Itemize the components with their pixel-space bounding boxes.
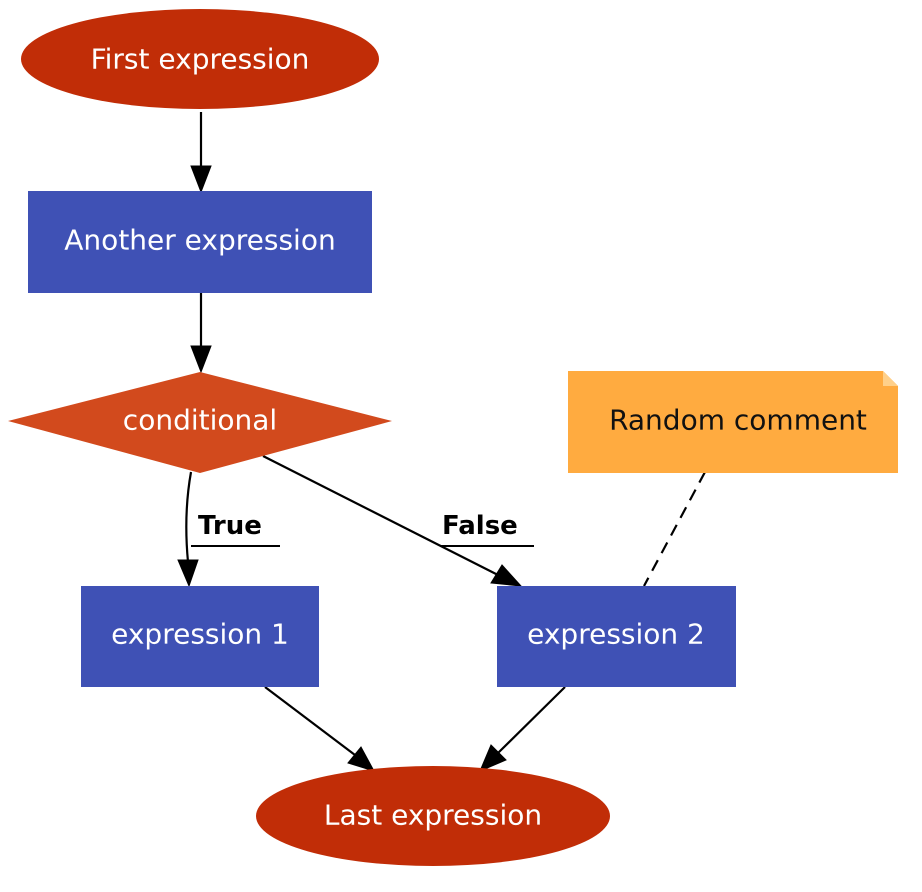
arrowhead-icon bbox=[347, 746, 376, 772]
edge-first-to-another bbox=[190, 112, 212, 194]
node-expression-1[interactable]: expression 1 bbox=[81, 586, 319, 687]
arrowhead-icon bbox=[190, 345, 212, 374]
node-expression-2[interactable]: expression 2 bbox=[497, 586, 736, 687]
edge-expr1-to-last bbox=[264, 686, 376, 772]
arrowhead-icon bbox=[190, 165, 212, 194]
comment-note-shape bbox=[568, 371, 898, 473]
arrowhead-icon bbox=[490, 564, 523, 587]
last-expression-shape bbox=[256, 766, 610, 866]
comment-label: Random comment bbox=[609, 404, 867, 437]
edge-expr2-to-last bbox=[479, 686, 566, 772]
another-expression-shape bbox=[28, 191, 372, 293]
edge-true: True bbox=[177, 471, 280, 588]
conditional-shape bbox=[8, 372, 392, 473]
node-another-expression[interactable]: Another expression bbox=[28, 191, 372, 293]
comment-note-fold-icon bbox=[883, 371, 898, 386]
expression-2-shape bbox=[497, 586, 736, 687]
edges: True False bbox=[177, 112, 706, 772]
conditional-label: conditional bbox=[123, 404, 277, 437]
node-first-expression[interactable]: First expression bbox=[21, 9, 379, 109]
edge-label-true: True bbox=[198, 511, 262, 541]
edge-comment-to-expr2 bbox=[643, 471, 706, 587]
edge-another-to-conditional bbox=[190, 293, 212, 374]
edge-false: False bbox=[262, 455, 534, 587]
expression-1-shape bbox=[81, 586, 319, 687]
expression-2-label: expression 2 bbox=[527, 618, 705, 651]
node-last-expression[interactable]: Last expression bbox=[256, 766, 610, 866]
last-expression-label: Last expression bbox=[324, 799, 542, 832]
node-random-comment[interactable]: Random comment bbox=[568, 371, 898, 473]
expression-1-label: expression 1 bbox=[111, 618, 289, 651]
arrowhead-icon bbox=[479, 744, 507, 772]
edge-label-false: False bbox=[442, 511, 518, 541]
another-expression-label: Another expression bbox=[64, 224, 335, 257]
first-expression-shape bbox=[21, 9, 379, 109]
node-conditional[interactable]: conditional bbox=[8, 372, 392, 473]
first-expression-label: First expression bbox=[91, 43, 310, 76]
arrowhead-icon bbox=[177, 559, 199, 588]
